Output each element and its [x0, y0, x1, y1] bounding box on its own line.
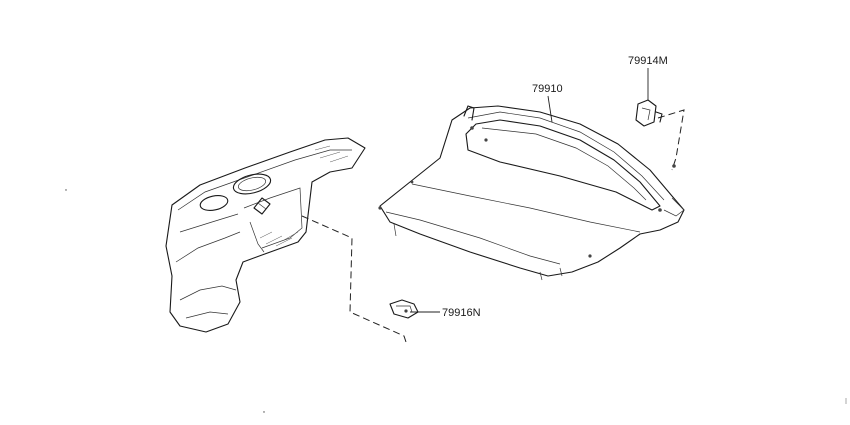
- clip-upper-part: [635, 99, 663, 127]
- package-tray-trim: [378, 105, 685, 281]
- clip-lower-part: [389, 299, 419, 319]
- callout-package-tray: 79910: [532, 83, 563, 95]
- side-finisher-panel: [165, 137, 366, 333]
- callout-clip-upper: 79914M: [628, 55, 668, 67]
- locator-line-side-panel: [301, 215, 407, 343]
- callout-clip-lower: 79916N: [442, 307, 481, 319]
- locator-line-upper-clip: [657, 109, 685, 171]
- leader-package-tray: [547, 95, 553, 123]
